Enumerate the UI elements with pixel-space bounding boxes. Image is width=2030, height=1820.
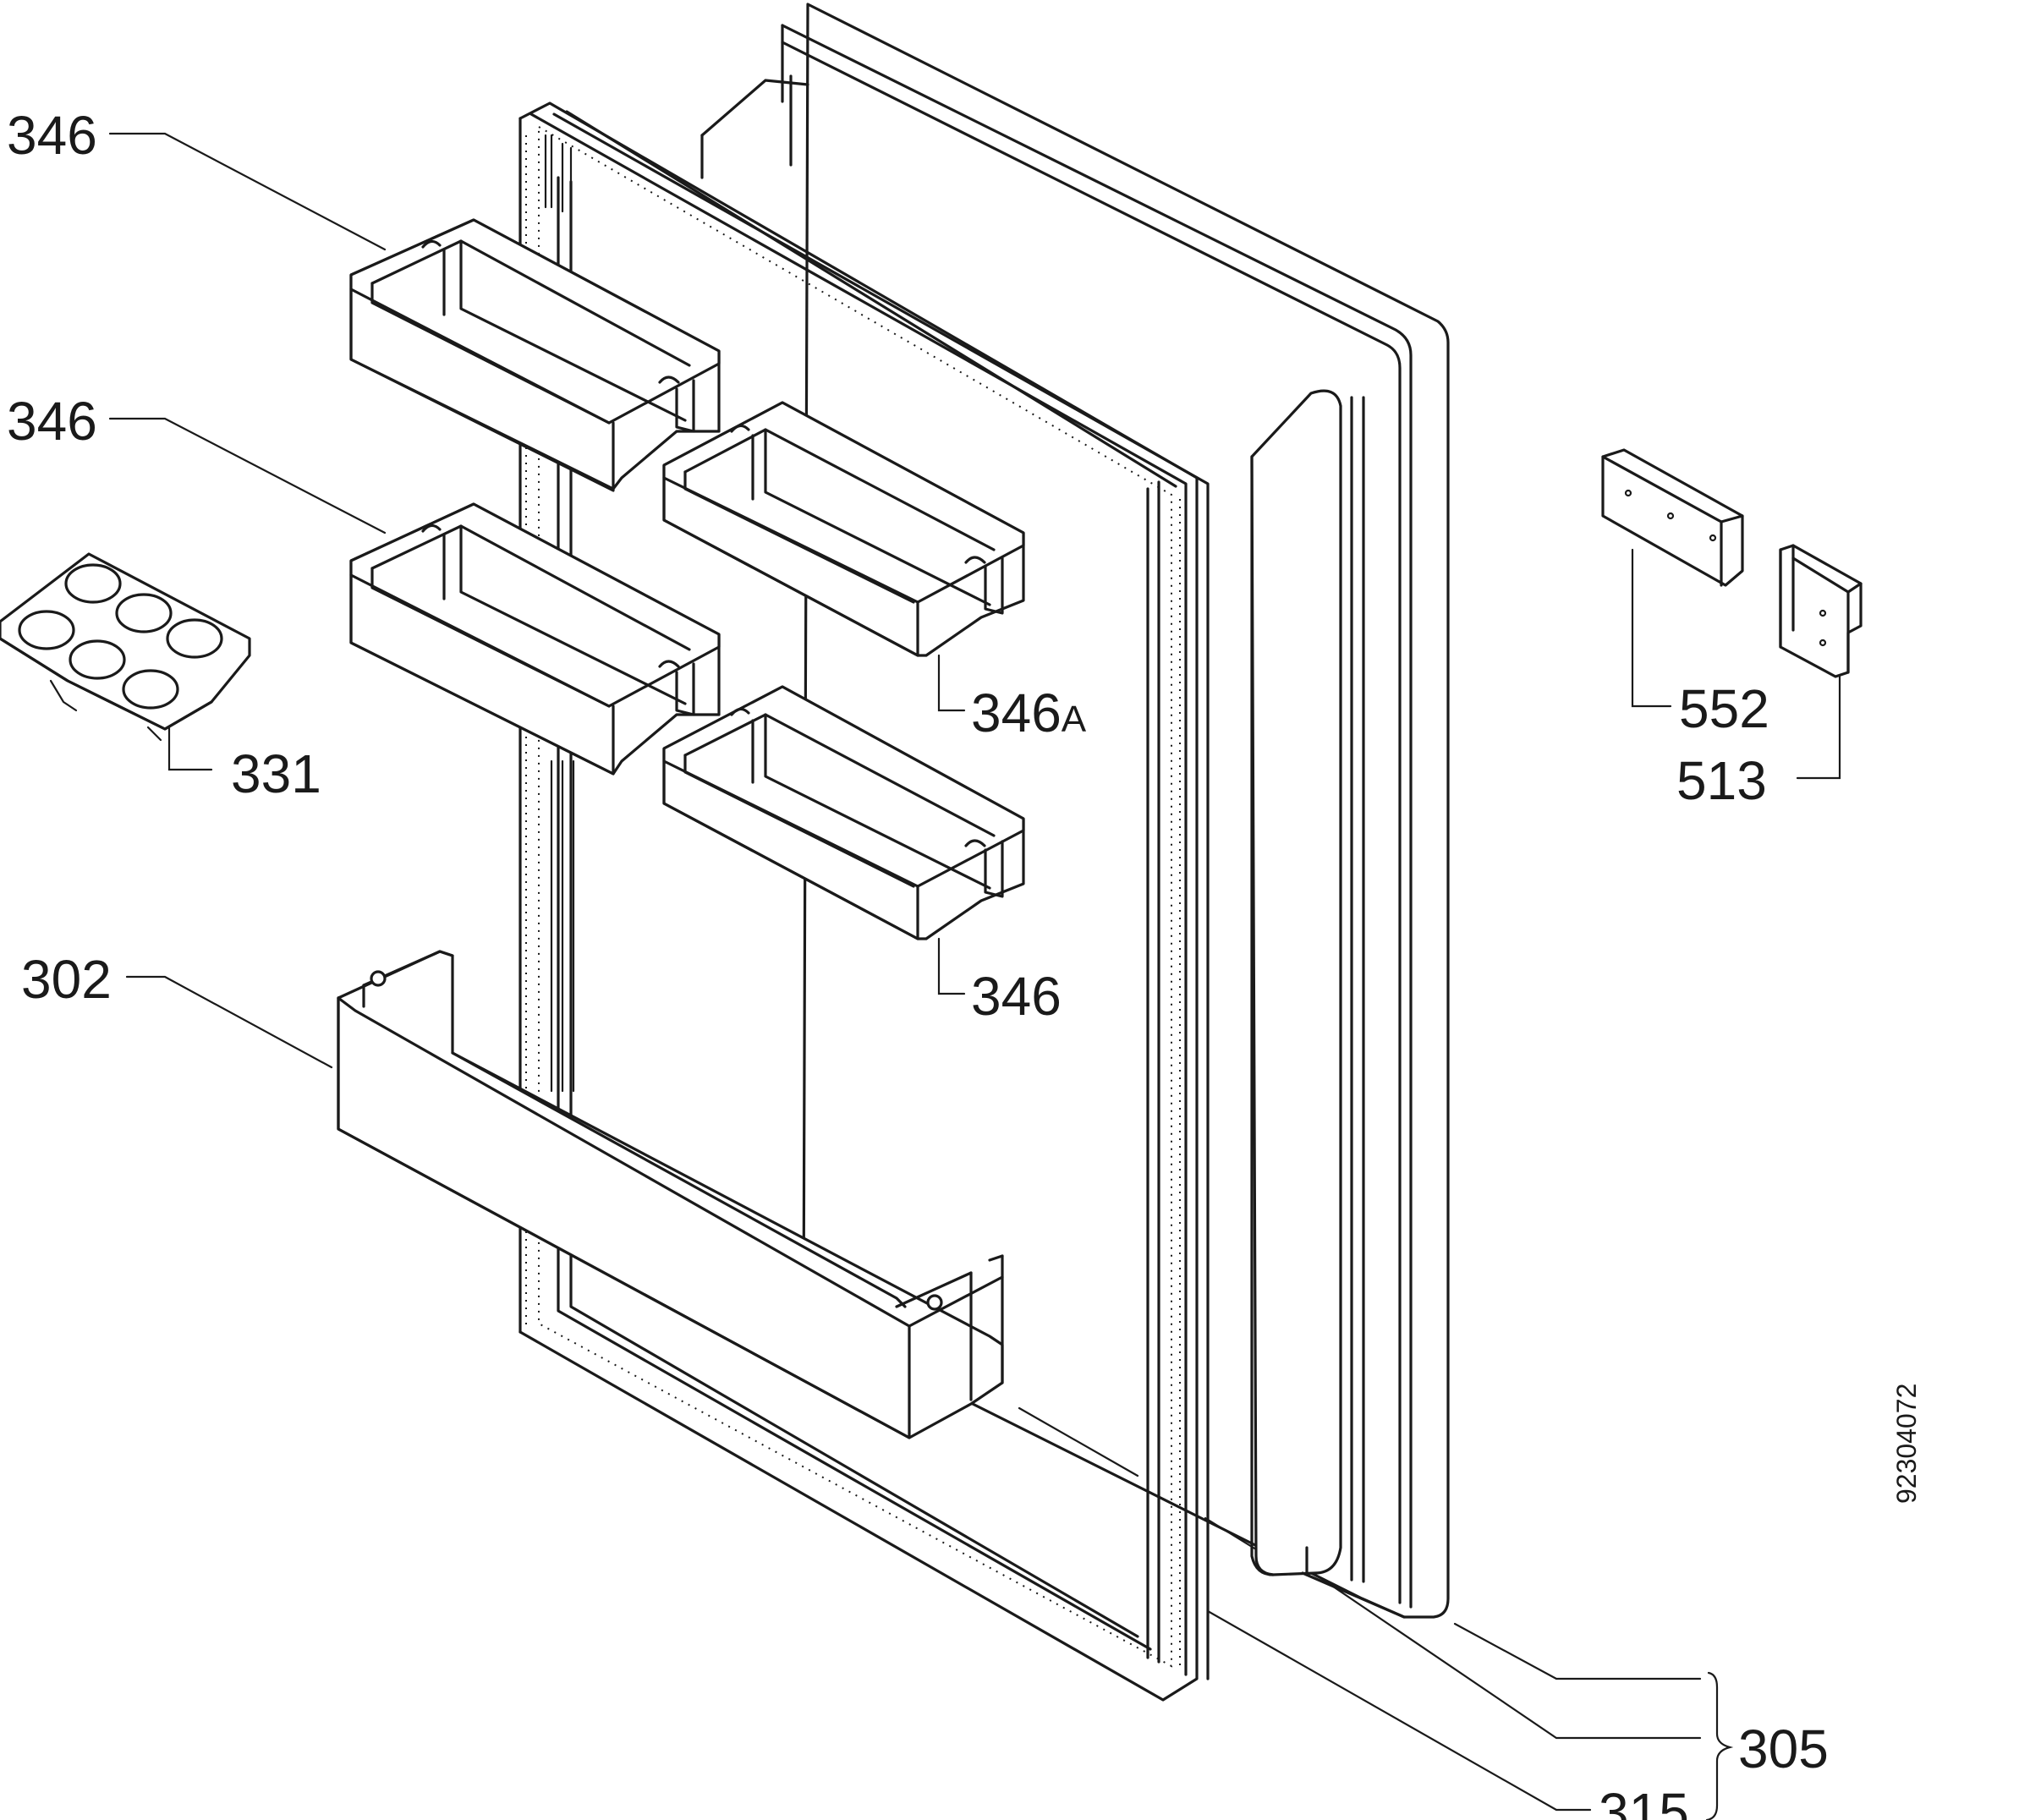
egg-tray [0, 552, 251, 742]
bottle-shelf [337, 950, 1004, 1439]
door-panel [700, 3, 1450, 1619]
hinge-plate [1601, 448, 1744, 587]
label-302: 302 [21, 949, 112, 1010]
part-labels: 346 346 331 302 346A 346 552 513 305 315… [7, 105, 1922, 1820]
hinge-bracket [1779, 544, 1863, 678]
door-shelf-top-left [349, 218, 721, 492]
label-346-mid: 346 [7, 391, 97, 452]
label-305: 305 [1738, 1719, 1829, 1779]
leader-lines [108, 132, 1841, 1820]
label-552: 552 [1679, 678, 1769, 739]
door-shelf-mid-left [349, 502, 721, 776]
label-346a: 346A [971, 682, 1087, 743]
drawing-number: 92304072 [1891, 1384, 1922, 1504]
label-331: 331 [231, 743, 321, 804]
label-315: 315 [1599, 1782, 1689, 1820]
label-346-top: 346 [7, 105, 97, 166]
door-shelf-lower-right [662, 685, 1025, 940]
door-shelf-upper-right [662, 401, 1025, 657]
label-346-lower: 346 [971, 966, 1062, 1027]
label-513: 513 [1676, 750, 1767, 811]
